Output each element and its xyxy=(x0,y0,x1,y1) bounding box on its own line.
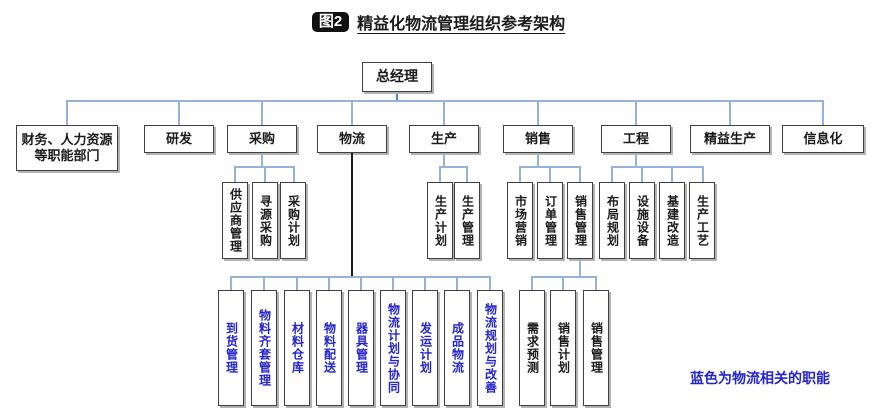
connector xyxy=(702,167,704,182)
node-supplier-mgmt: 供应商管理 xyxy=(222,182,248,259)
connector xyxy=(537,153,539,167)
figure-title-row: 图2 精益化物流管理组织参考架构 xyxy=(0,10,877,34)
connector-logistics-trunk xyxy=(351,153,353,278)
node-shipping-plan: 发运计划 xyxy=(412,290,438,406)
connector xyxy=(456,277,458,290)
connector xyxy=(439,167,441,182)
connector xyxy=(822,100,824,125)
node-sales-mgmt-sub: 销售管理 xyxy=(583,290,609,406)
node-production-plan: 生产计划 xyxy=(427,182,453,259)
node-material-delivery: 物料配送 xyxy=(316,290,342,406)
node-informatization: 信息化 xyxy=(782,125,864,153)
connector xyxy=(360,277,362,290)
connector xyxy=(263,277,265,290)
connector xyxy=(635,100,637,125)
node-logistics: 物流 xyxy=(317,125,387,153)
node-material-kitting-mgmt: 物料齐套管理 xyxy=(251,290,277,406)
legend-note: 蓝色为物流相关的职能 xyxy=(690,370,830,386)
node-container-mgmt: 器具管理 xyxy=(348,290,374,406)
connector xyxy=(261,153,263,167)
connector xyxy=(328,277,330,290)
connector xyxy=(641,167,643,182)
connector xyxy=(671,167,673,182)
connector xyxy=(611,166,704,168)
connector xyxy=(261,100,263,125)
node-sourcing: 寻源采购 xyxy=(252,182,278,259)
node-demand-forecast: 需求预测 xyxy=(519,290,545,406)
node-marketing: 市场营销 xyxy=(507,182,533,259)
connector xyxy=(296,277,298,290)
connector xyxy=(439,166,468,168)
node-production: 生产 xyxy=(409,125,479,153)
node-order-mgmt: 订单管理 xyxy=(537,182,563,259)
node-logistics-plan-improvement: 物流规划与改善 xyxy=(477,290,503,406)
connector xyxy=(293,167,295,182)
connector xyxy=(443,153,445,167)
connector xyxy=(396,92,398,101)
connector xyxy=(519,167,521,182)
connector xyxy=(531,276,597,278)
connector xyxy=(351,100,353,125)
connector xyxy=(595,277,597,290)
node-facilities: 设施设备 xyxy=(629,182,655,259)
node-production-process: 生产工艺 xyxy=(689,182,715,259)
node-general-manager: 总经理 xyxy=(362,62,432,92)
node-rd: 研发 xyxy=(144,125,214,153)
node-lean-production: 精益生产 xyxy=(690,125,770,153)
connector xyxy=(424,277,426,290)
node-sales: 销售 xyxy=(503,125,573,153)
node-sales-mgmt: 销售管理 xyxy=(567,182,593,259)
connector xyxy=(537,100,539,125)
figure-title: 精益化物流管理组织参考架构 xyxy=(357,16,566,33)
connector xyxy=(579,167,581,182)
connector xyxy=(635,153,637,167)
connector xyxy=(611,167,613,182)
node-arrival-mgmt: 到货管理 xyxy=(218,290,244,406)
connector xyxy=(549,167,551,182)
connector xyxy=(466,167,468,182)
connector xyxy=(178,100,180,125)
node-finished-goods-logistics: 成品物流 xyxy=(444,290,470,406)
figure-number-badge: 图2 xyxy=(311,12,350,32)
node-sales-plan: 销售计划 xyxy=(550,290,576,406)
node-purchasing: 采购 xyxy=(227,125,297,153)
connector xyxy=(66,100,824,102)
connector xyxy=(392,277,394,290)
connector xyxy=(234,167,236,182)
node-engineering: 工程 xyxy=(601,125,671,153)
node-infrastructure: 基建改造 xyxy=(659,182,685,259)
node-finance-hr: 财务、人力资源等职能部门 xyxy=(16,125,118,171)
connector xyxy=(443,100,445,125)
node-purchase-plan: 采购计划 xyxy=(280,182,306,259)
connector xyxy=(729,100,731,125)
connector xyxy=(230,277,232,290)
connector xyxy=(579,259,581,277)
connector xyxy=(531,277,533,290)
node-layout-planning: 布局规划 xyxy=(599,182,625,259)
connector xyxy=(489,277,491,290)
node-logistics-plan-coordination: 物流计划与协同 xyxy=(380,290,406,406)
connector xyxy=(66,100,68,125)
connector xyxy=(264,167,266,182)
connector xyxy=(562,277,564,290)
node-production-mgmt: 生产管理 xyxy=(454,182,480,259)
node-material-warehouse: 材料仓库 xyxy=(284,290,310,406)
